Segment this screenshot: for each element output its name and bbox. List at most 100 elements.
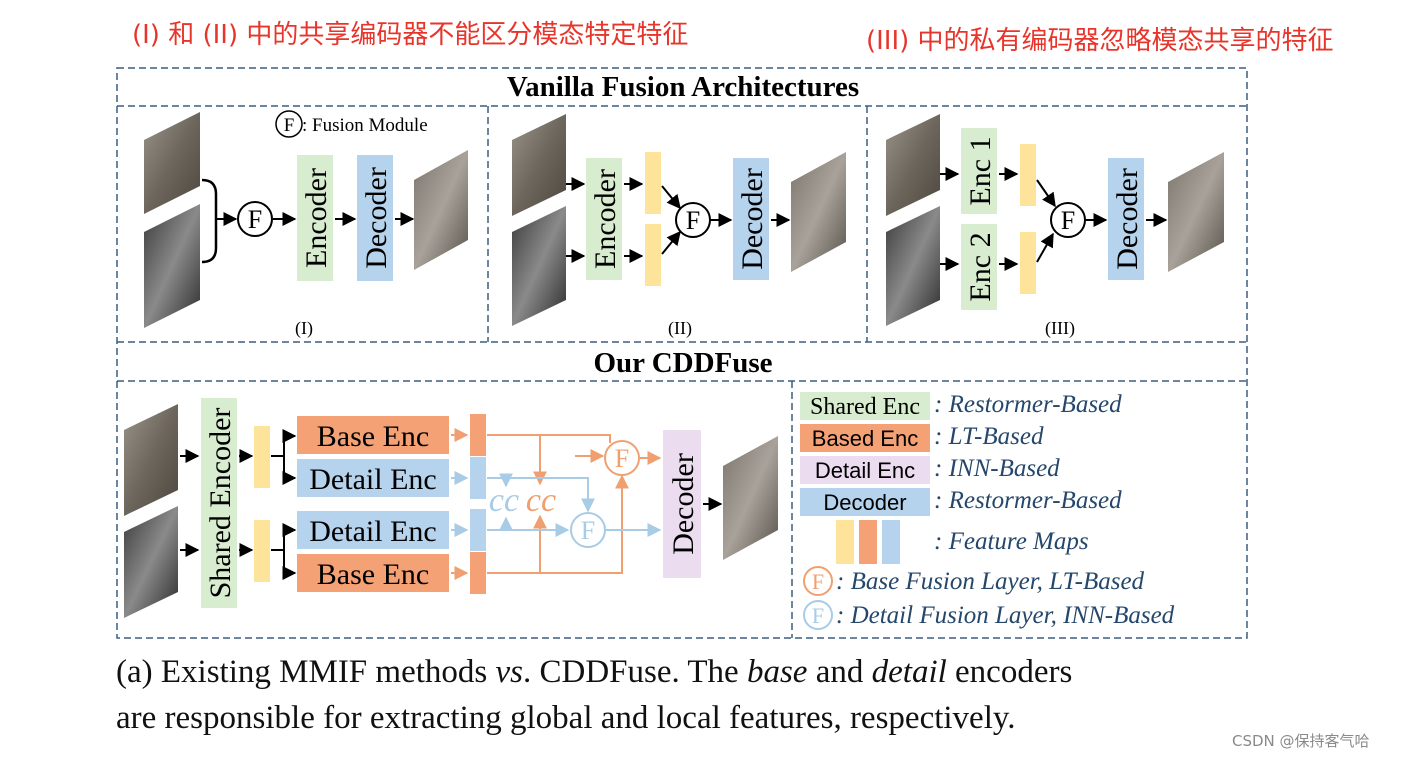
infrared-image-thumbnail	[886, 206, 940, 326]
legend-detail-enc-desc: : INN-Based	[934, 455, 1060, 482]
annotation-private-encoder: (III) 中的私有编码器忽略模态共享的特征	[866, 26, 1334, 56]
feature-map	[1020, 232, 1036, 294]
feature-map	[645, 224, 661, 286]
fusion-symbol: F	[248, 205, 262, 234]
legend-shared-enc-swatch	[800, 392, 930, 420]
caption-detail: detail	[871, 654, 947, 690]
shared-feature-map	[254, 520, 270, 582]
annotation-shared-encoder: (I) 和 (II) 中的共享编码器不能区分模态特定特征	[132, 20, 689, 50]
caption-line-1: (a) Existing MMIF methods vs. CDDFuse. T…	[116, 654, 1072, 691]
base-enc-label: Base Enc	[317, 558, 429, 591]
legend-detail-fusion-symbol: F	[812, 603, 824, 628]
detail-enc-block	[297, 459, 449, 497]
decoder-label: Decoder	[1111, 168, 1144, 270]
fused-image-thumbnail	[1168, 152, 1224, 272]
visible-image-thumbnail	[512, 114, 566, 216]
encoder-block	[586, 158, 622, 280]
decoder-block	[1108, 158, 1144, 280]
base-fusion-symbol: F	[615, 444, 629, 473]
watermark: CSDN @保持客气哈	[1232, 732, 1370, 750]
panel-label: (III)	[1045, 318, 1075, 339]
fusion-legend-icon	[275, 110, 303, 138]
visible-image-thumbnail	[144, 112, 200, 214]
legend: Shared Enc : Restormer-Based Based Enc :…	[800, 391, 1175, 630]
frame-lines	[116, 67, 1248, 639]
enc2-block	[961, 224, 997, 310]
legend-detail-fusion-icon	[803, 600, 833, 630]
legend-feature-yellow	[836, 520, 854, 564]
fusion-module-icon	[675, 202, 711, 238]
base-enc-block	[297, 554, 449, 592]
legend-decoder-key: Decoder	[823, 490, 906, 515]
visible-image-thumbnail	[886, 114, 940, 216]
fusion-symbol: F	[686, 206, 700, 235]
legend-based-enc-key: Based Enc	[812, 426, 918, 451]
detail-fusion-icon	[570, 512, 606, 548]
decoder-label: Decoder	[736, 168, 769, 270]
detail-cc-loss: cc	[489, 482, 519, 519]
cddfuse-panel: Shared Encoder Base Enc Detail Enc Detai…	[124, 398, 778, 618]
shared-encoder-block	[201, 398, 237, 608]
detail-enc-label: Detail Enc	[309, 463, 436, 496]
infrared-image-thumbnail	[512, 206, 566, 326]
decoder-block	[663, 430, 701, 578]
legend-feature-orange	[859, 520, 877, 564]
decoder-label: Decoder	[360, 167, 393, 269]
legend-decoder-swatch	[800, 488, 930, 516]
base-cc-loss: cc	[526, 482, 556, 519]
enc1-block	[961, 128, 997, 214]
panel-label: (II)	[668, 318, 692, 339]
caption-text: . CDDFuse. The	[522, 654, 747, 690]
caption-vs: vs	[495, 654, 523, 690]
vanilla-title: Vanilla Fusion Architectures	[507, 71, 859, 103]
panel-iii: Enc 1 Enc 2 F Decoder (III)	[886, 114, 1224, 339]
base-fusion-icon	[604, 440, 640, 476]
legend-detail-fusion-desc: : Detail Fusion Layer, INN-Based	[836, 602, 1175, 629]
legend-feature-blue	[882, 520, 900, 564]
shared-encoder-label: Shared Encoder	[204, 408, 237, 599]
visible-image-thumbnail	[124, 404, 178, 516]
base-enc-label: Base Enc	[317, 420, 429, 453]
legend-based-enc-desc: : LT-Based	[934, 423, 1044, 450]
feature-map	[645, 152, 661, 214]
fusion-module-icon	[1050, 202, 1086, 238]
shared-feature-map	[254, 426, 270, 488]
caption-text: (a) Existing MMIF methods	[116, 654, 496, 690]
fusion-legend-symbol: F	[284, 115, 295, 136]
infrared-image-thumbnail	[144, 204, 200, 328]
legend-detail-enc-key: Detail Enc	[815, 458, 915, 483]
enc1-label: Enc 1	[964, 136, 997, 205]
decoder-block	[357, 155, 393, 281]
detail-enc-label: Detail Enc	[309, 515, 436, 548]
encoder-block	[297, 155, 333, 281]
legend-based-enc-swatch	[800, 424, 930, 452]
base-enc-block	[297, 416, 449, 454]
infrared-image-thumbnail	[124, 506, 178, 618]
panel-i: F Encoder Decoder (I) F : Fusion Module	[144, 110, 468, 339]
enc2-label: Enc 2	[964, 232, 997, 301]
legend-shared-enc-desc: : Restormer-Based	[934, 391, 1122, 418]
base-feature-map	[470, 552, 486, 594]
fusion-symbol: F	[1061, 206, 1075, 235]
detail-enc-block	[297, 511, 449, 549]
cddfuse-title: Our CDDFuse	[593, 347, 772, 379]
detail-fusion-symbol: F	[581, 516, 595, 545]
fusion-legend-text: : Fusion Module	[302, 115, 428, 136]
panel-label: (I)	[295, 318, 313, 339]
detail-feature-map	[470, 457, 486, 499]
caption-base: base	[746, 654, 808, 690]
encoder-label: Encoder	[300, 168, 333, 268]
decoder-block	[733, 158, 769, 280]
legend-base-fusion-symbol: F	[812, 569, 824, 594]
fusion-module-icon	[237, 201, 273, 237]
decoder-label: Decoder	[667, 453, 700, 555]
feature-map	[1020, 144, 1036, 206]
caption-text: encoders	[946, 654, 1073, 690]
encoder-label: Encoder	[589, 169, 622, 269]
caption-line-2: are responsible for extracting global an…	[116, 700, 1016, 736]
base-feature-map	[470, 414, 486, 456]
legend-feature-maps-desc: : Feature Maps	[934, 528, 1089, 555]
legend-shared-enc-key: Shared Enc	[810, 394, 920, 420]
fused-image-thumbnail	[723, 436, 778, 560]
